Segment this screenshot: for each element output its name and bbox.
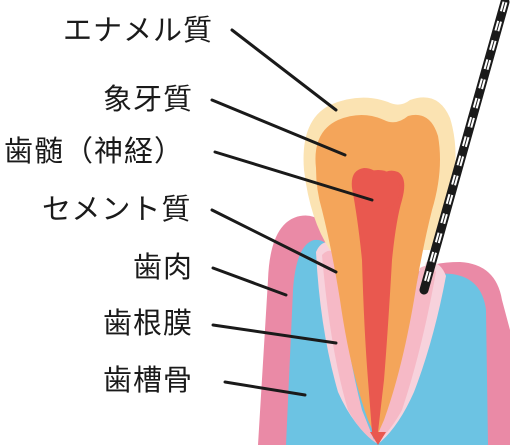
label-alveolar-bone: 歯槽骨 [103,366,193,395]
label-cementum: セメント質 [42,195,191,224]
label-pulp: 歯髄（神経） [4,137,184,166]
label-dentin: 象牙質 [103,85,193,114]
label-enamel: エナメル質 [63,16,213,45]
label-gingiva: 歯肉 [133,253,193,282]
label-periodontal-ligament: 歯根膜 [103,309,193,338]
